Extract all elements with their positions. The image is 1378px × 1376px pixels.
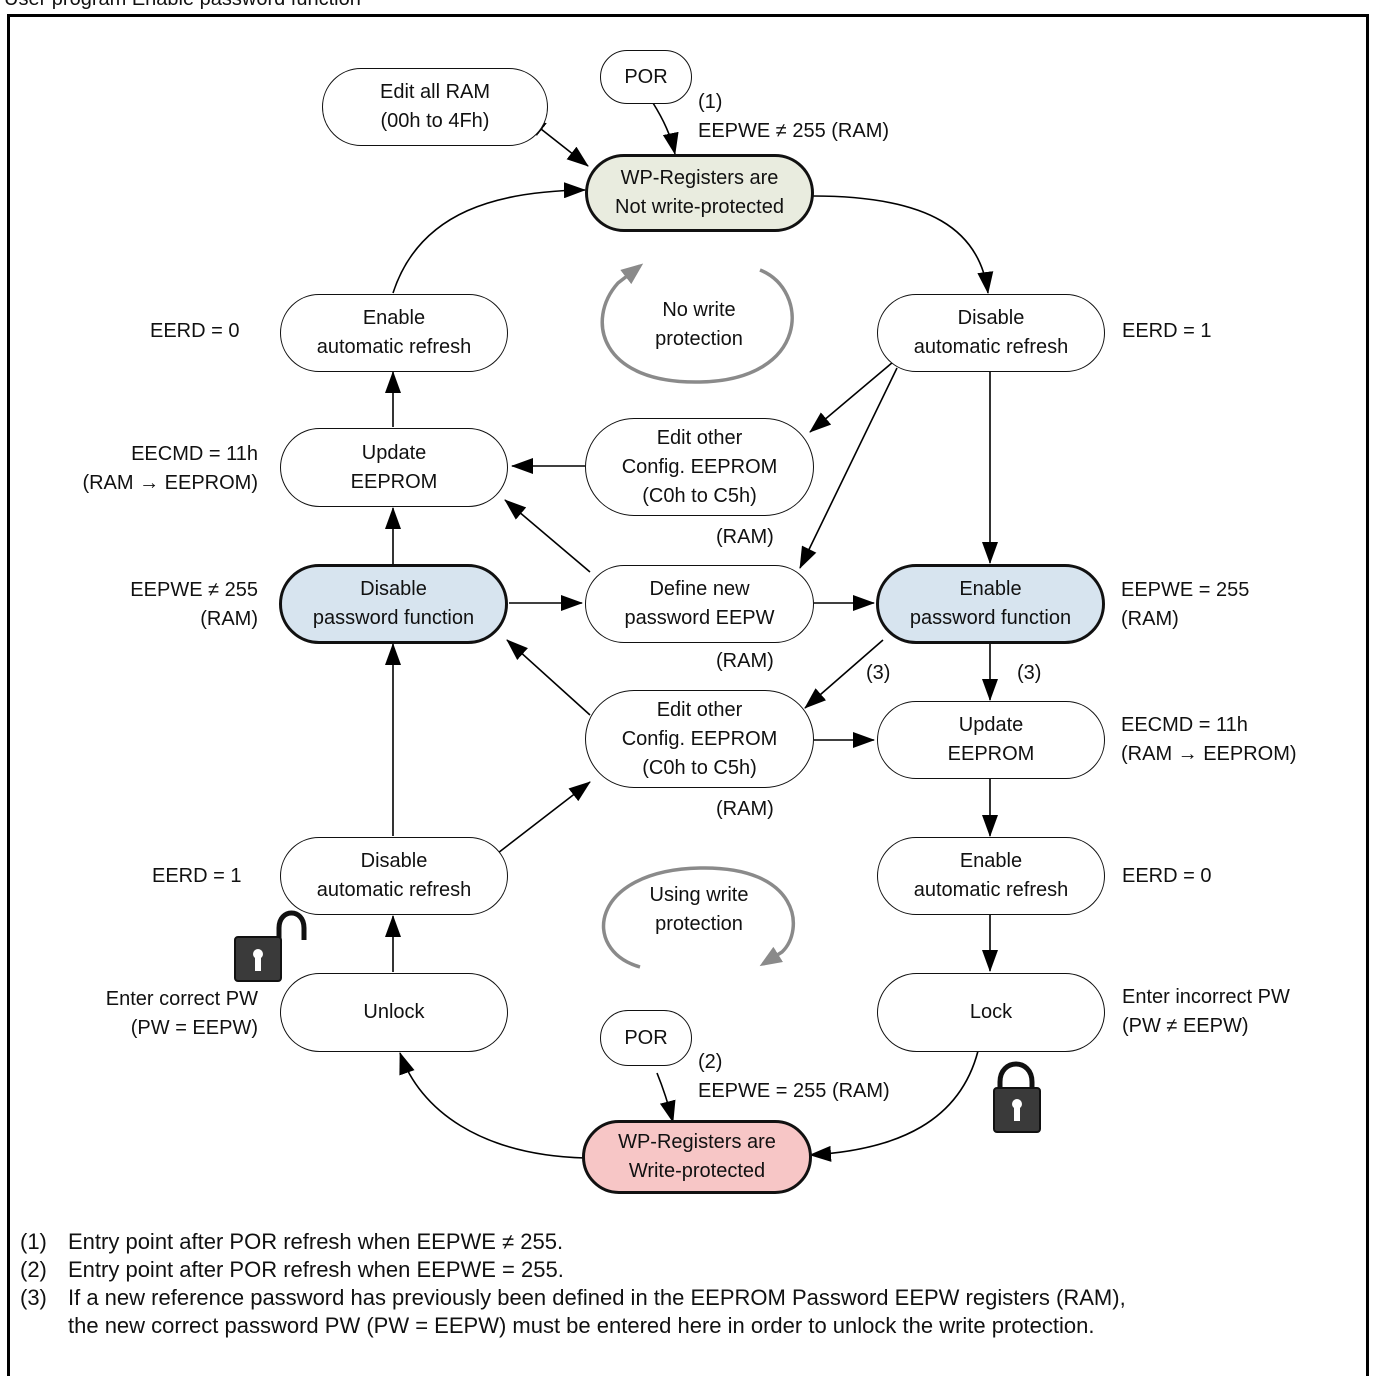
label-enter-correct: Enter correct PW(PW = EEPW) <box>105 988 258 1039</box>
arrow-enable-notprotected <box>392 182 586 294</box>
padlock-closed-icon <box>993 1061 1041 1133</box>
footnotes: (1) Entry point after POR refresh when E… <box>20 1228 1126 1340</box>
arrow-disable-editconfig <box>809 361 894 433</box>
label-eerd0-top: EERD = 0 <box>150 320 240 342</box>
label-eerd1-top: EERD = 1 <box>1122 320 1212 342</box>
node-unlock: Unlock <box>280 973 508 1052</box>
arrow-lock-protected <box>809 1050 979 1162</box>
arrow-portop-notprotected <box>652 102 679 155</box>
label-ref3-a: (3) <box>866 662 891 684</box>
footnote-1: (1) Entry point after POR refresh when E… <box>20 1229 564 1254</box>
node-edit-all-ram: Edit all RAM(00h to 4Fh) <box>322 68 548 146</box>
label-ram-1: (RAM) <box>716 526 774 548</box>
label-por-bottom-note: (2)EEPWE = 255 (RAM) <box>698 1051 890 1102</box>
node-por-bottom: POR <box>600 1010 692 1066</box>
padlock-open-icon <box>234 910 307 982</box>
arrow-editram-notprotected <box>524 116 589 167</box>
cycle-arrow-bottom <box>601 866 795 969</box>
arrow-definepw-update <box>504 499 591 573</box>
arrow-enablepw-editconfig2 <box>804 639 884 709</box>
arrow-protected-unlock <box>399 1052 586 1159</box>
label-eerd1-bottom: EERD = 1 <box>152 865 242 887</box>
node-lock: Lock <box>877 973 1105 1052</box>
arrow-editconfig2-disablepw <box>506 639 591 716</box>
label-por-top-note: (1)EEPWE ≠ 255 (RAM) <box>698 91 890 142</box>
label-ram-3: (RAM) <box>716 798 774 820</box>
label-eecmd-right: EECMD = 11h(RAM → EEPROM) <box>1121 714 1297 765</box>
footnote-3: (3) If a new reference password has prev… <box>20 1285 1126 1338</box>
label-ref3-b: (3) <box>1017 662 1042 684</box>
diagram-frame <box>7 14 1369 1376</box>
footnote-2: (2) Entry point after POR refresh when E… <box>20 1257 564 1282</box>
label-enter-incorrect: Enter incorrect PW(PW ≠ EEPW) <box>1122 986 1290 1037</box>
label-eepwe-eq: EEPWE = 255(RAM) <box>1121 579 1250 630</box>
diagram-caption: User program Enable password function <box>4 0 361 11</box>
label-ram-2: (RAM) <box>716 650 774 672</box>
node-por-top: POR <box>600 50 692 104</box>
arrow-disablerefresh2-editconfig2 <box>497 781 591 854</box>
label-eerd0-bottom: EERD = 0 <box>1122 865 1212 887</box>
cycle-arrow-top <box>600 263 794 384</box>
label-eecmd-left: EECMD = 11h(RAM → EEPROM) <box>82 443 258 494</box>
arrow-disable-definepw <box>799 367 898 569</box>
arrow-porbottom-protected <box>656 1072 676 1123</box>
label-eepwe-ne: EEPWE ≠ 255(RAM) <box>130 579 258 630</box>
arrow-notprotected-disable <box>812 195 994 294</box>
